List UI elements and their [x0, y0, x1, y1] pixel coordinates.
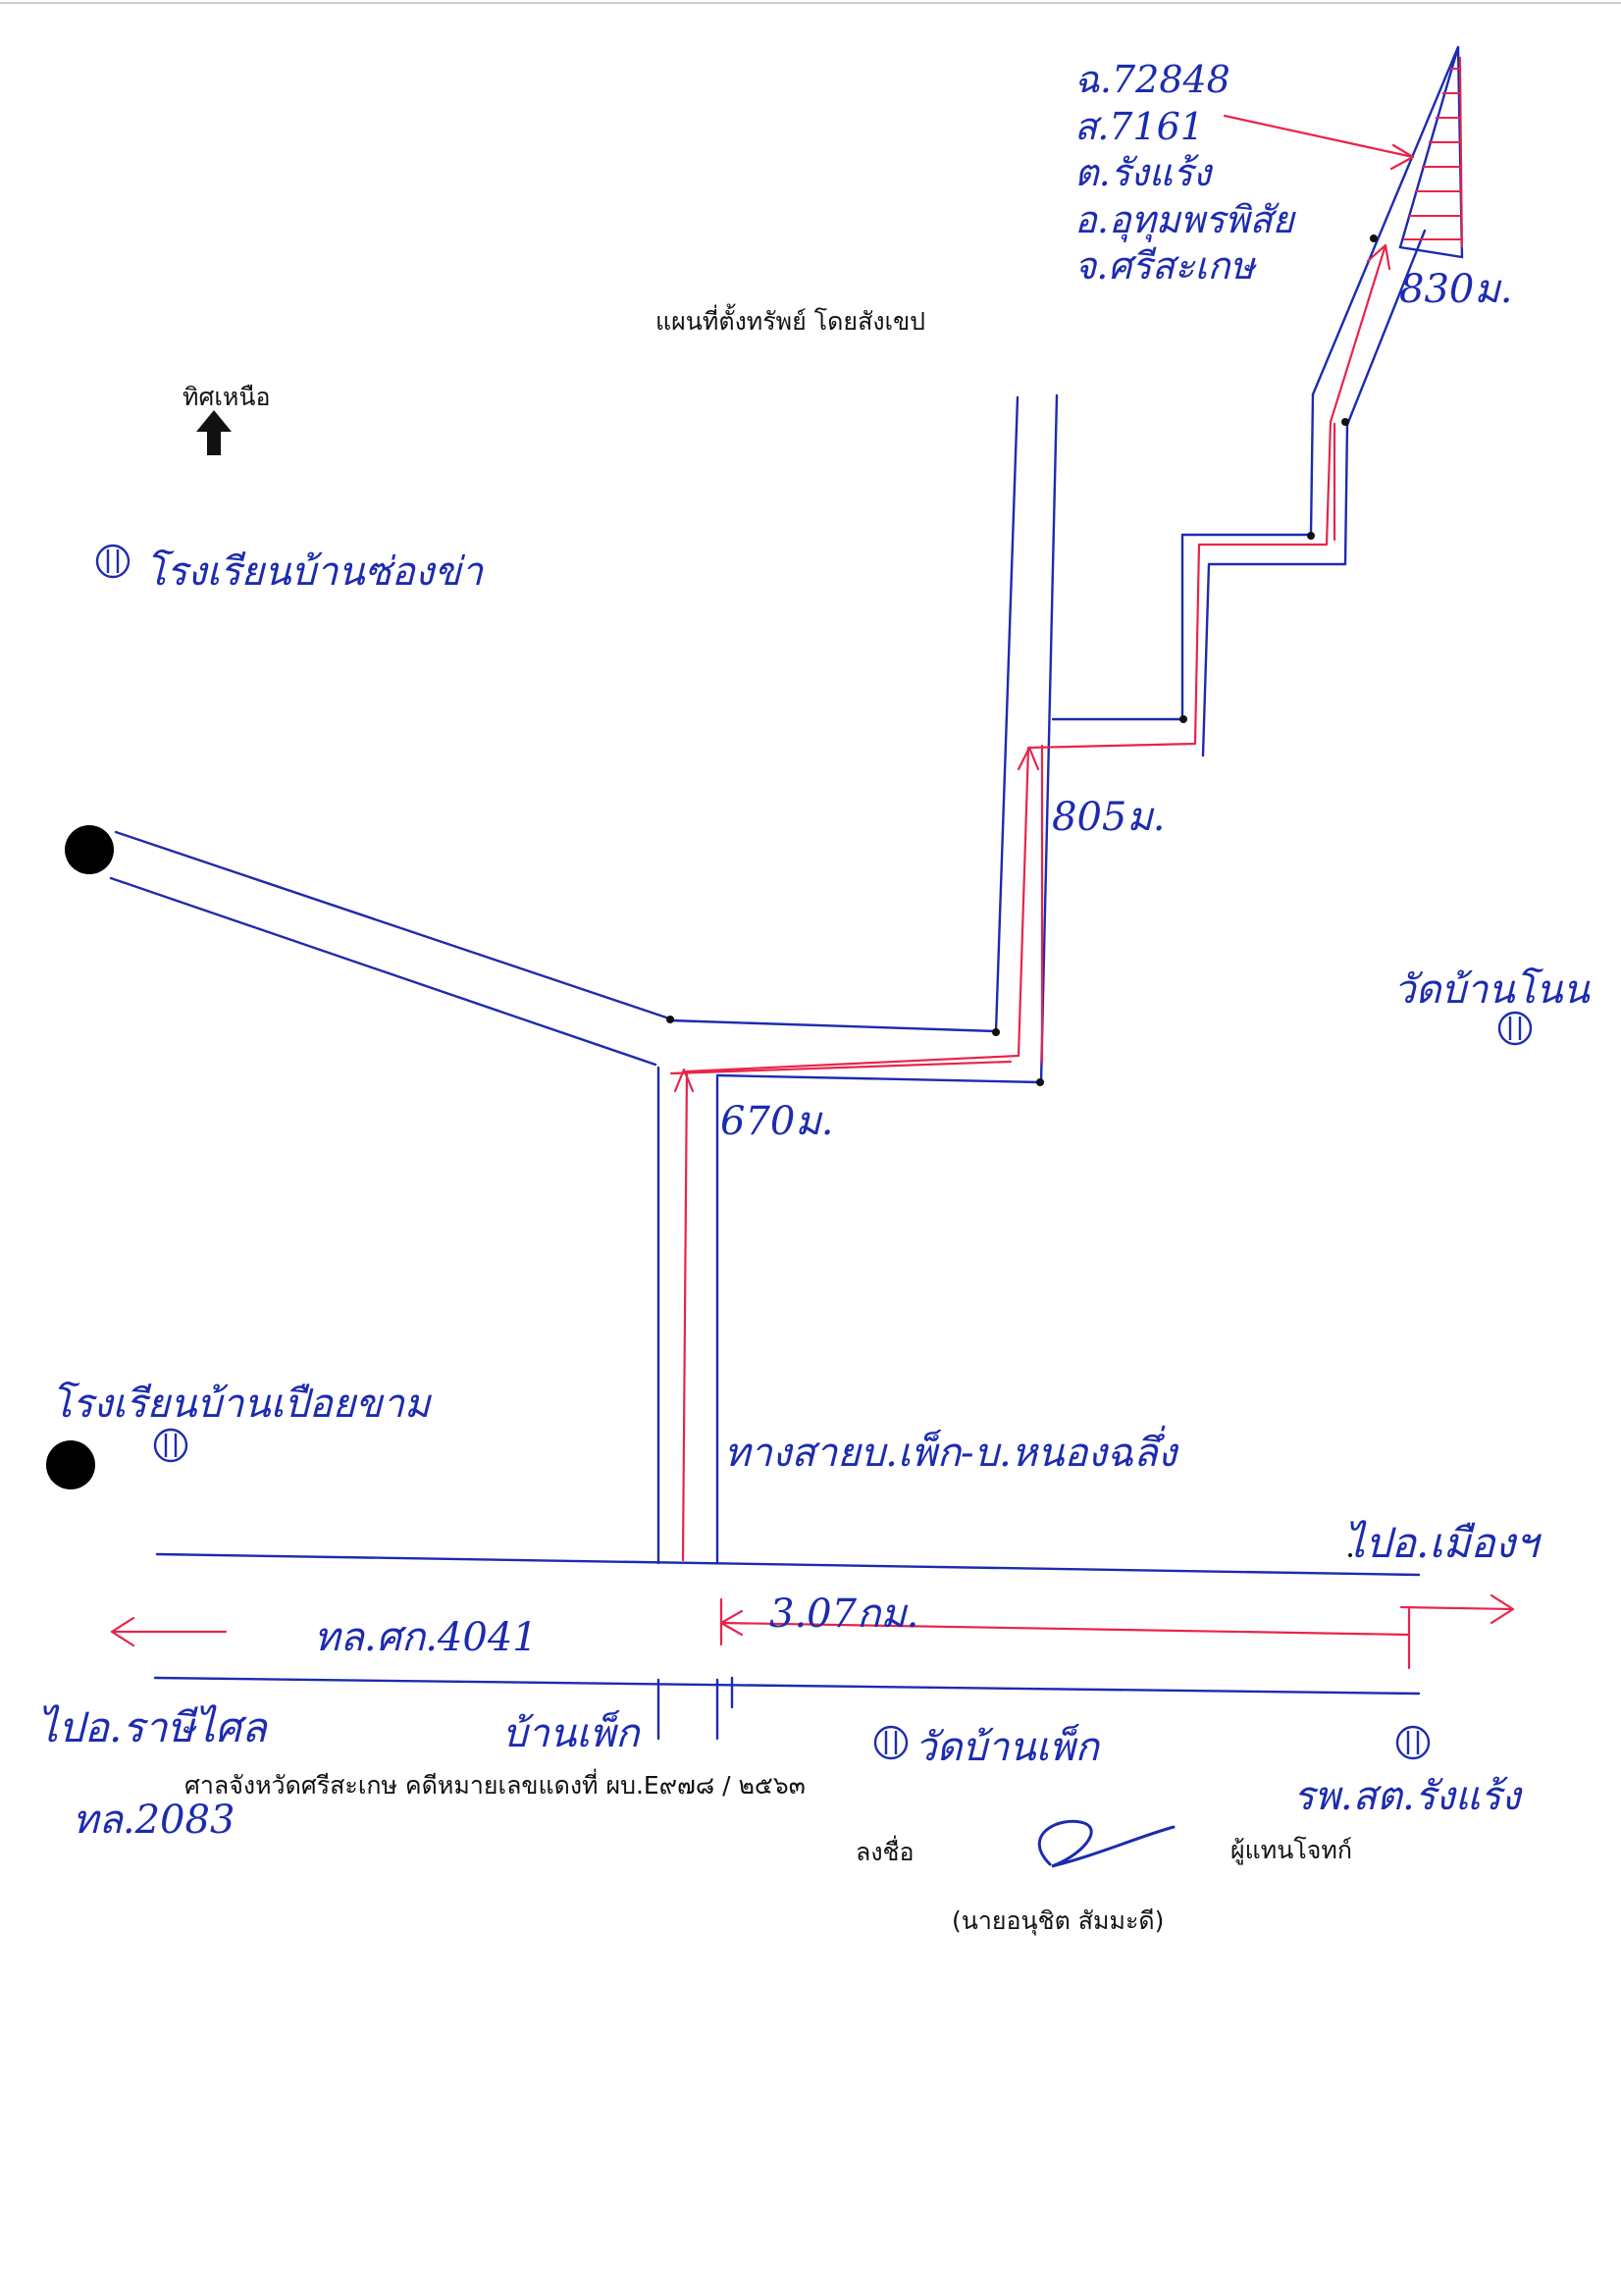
parcel-info: ฉ.72848 ส.7161 ต.รังแร้ง อ.อุทุมพรพิสัย … [1074, 57, 1294, 290]
distance-805: 805ม. [1052, 795, 1166, 840]
school-north-symbol-icon [95, 544, 131, 579]
road-name-label: ทางสายบ.เพ็ก-บ.หนองฉลึ่ง [724, 1431, 1177, 1476]
connector-road-upper-edge [668, 1018, 998, 1033]
to-east-label: ไปอ.เมืองฯ [1344, 1519, 1539, 1567]
parcel-survey-number: ส.7161 [1074, 104, 1204, 148]
parcel-road-left-edge [1311, 45, 1460, 396]
temple-south-label: วัดบ้านเพ็ก [915, 1725, 1099, 1770]
temple-south-symbol-icon [873, 1725, 909, 1760]
route-line [681, 243, 1387, 1562]
highway-upper-edge [155, 1552, 1421, 1577]
highway-west-label: ทล.2083 [73, 1798, 235, 1843]
signer-name: (นายอนุชิต สัมมะดี) [952, 1906, 1165, 1935]
temple-east-label: วัดบ้านโนน [1393, 967, 1590, 1013]
signer-role: ผู้แทนโจทก์ [1230, 1836, 1353, 1864]
health-center-label: รพ.สต.รังแร้ง [1293, 1774, 1521, 1819]
court-case-line: ศาลจังหวัดศรีสะเกษ คดีหมายเลขแดงที่ ผบ.E… [184, 1771, 806, 1800]
temple-east-symbol-icon [1497, 1011, 1533, 1046]
to-east-arrow [1399, 1605, 1515, 1611]
west-diagonal-road-upper-edge [114, 830, 671, 1020]
north-label: ทิศเหนือ [183, 383, 271, 411]
parcel-road-right-edge [1345, 229, 1427, 427]
school-north-label: โรงเรียนบ้านซ่องข่า [145, 549, 484, 595]
west-road-end-marker [65, 825, 114, 874]
route-arrow-3-icon [1366, 243, 1391, 271]
west-diagonal-road-lower-edge [109, 876, 657, 1067]
main-road-distance-arrow [719, 1621, 1411, 1637]
distance-830: 830ม. [1399, 267, 1513, 312]
parcel-subdistrict: ต.รังแร้ง [1074, 151, 1212, 194]
signature [1037, 1819, 1176, 1868]
north-road-right-edge [1039, 393, 1059, 1084]
map-title: แผนที่ตั้งทรัพย์ โดยสังเขป [655, 307, 926, 336]
school-west-symbol-icon [153, 1428, 188, 1463]
stepped-path-upper-edge [1201, 423, 1349, 757]
sign-label: ลงชื่อ [856, 1838, 915, 1866]
parcel-district: อ.อุทุมพรพิสัย [1074, 197, 1294, 241]
stepped-path-lower-edge [1051, 392, 1315, 721]
to-west-label: ไปอ.ราษีไศล [37, 1703, 267, 1751]
route-line-inner [669, 1060, 1013, 1075]
village-label: บ้านเพ็ก [502, 1711, 640, 1756]
north-arrow-icon [196, 410, 232, 455]
parcel-pointer-arrow [1223, 114, 1415, 159]
north-road-left-edge [994, 395, 1020, 1033]
highway-label: ทล.ศก.4041 [314, 1615, 538, 1660]
health-center-symbol-icon [1395, 1725, 1431, 1760]
route-arrow-2-icon [1017, 746, 1040, 771]
distance-main-road: 3.07กม. [769, 1592, 919, 1637]
route-arrow-1-icon [673, 1068, 695, 1093]
distance-670: 670ม. [720, 1099, 834, 1144]
land-parcel-shape [1398, 46, 1464, 259]
parcel-deed-number: ฉ.72848 [1074, 58, 1230, 101]
school-west-marker [46, 1440, 95, 1489]
highway-lower-edge [153, 1676, 1421, 1696]
school-west-label: โรงเรียนบ้านเปือยขาม [51, 1382, 431, 1427]
connector-road-lower-edge [715, 1073, 1043, 1084]
parcel-province: จ.ศรีสะเกษ [1074, 244, 1255, 287]
